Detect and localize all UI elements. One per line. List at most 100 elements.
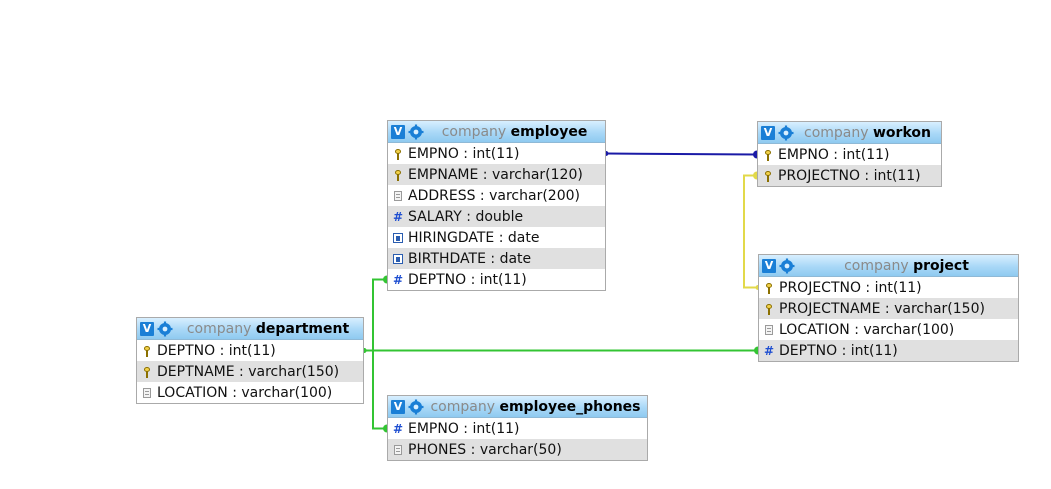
column-type: int(11) xyxy=(850,342,898,359)
toggle-v-button[interactable]: V xyxy=(391,124,405,139)
column-text: PHONES : varchar(50) xyxy=(408,442,562,458)
column-row[interactable]: ADDRESS : varchar(200) xyxy=(388,185,605,206)
column-text: PROJECTNO : int(11) xyxy=(779,280,922,296)
table-title: company department xyxy=(176,321,360,337)
column-row[interactable]: DEPTNAME : varchar(150) xyxy=(137,361,363,382)
column-row[interactable]: #DEPTNO : int(11) xyxy=(759,340,1018,361)
gear-icon[interactable] xyxy=(408,124,424,140)
column-type: int(11) xyxy=(472,145,520,162)
gear-icon[interactable] xyxy=(778,125,794,141)
column-separator: : xyxy=(215,342,229,359)
column-name: PROJECTNO xyxy=(779,279,861,296)
column-row[interactable]: DEPTNO : int(11) xyxy=(137,340,363,361)
text-icon xyxy=(142,387,152,399)
toggle-v-button[interactable]: V xyxy=(761,125,775,140)
column-separator: : xyxy=(849,321,864,338)
column-separator: : xyxy=(478,166,492,183)
key-icon xyxy=(393,169,403,181)
column-type: int(11) xyxy=(472,420,520,437)
column-separator: : xyxy=(466,271,480,288)
column-type: varchar(100) xyxy=(863,321,955,338)
table-header[interactable]: V company department xyxy=(137,318,363,340)
column-row[interactable]: EMPNO : int(11) xyxy=(758,144,941,165)
date-icon xyxy=(393,232,403,244)
key-icon xyxy=(763,149,773,161)
column-row[interactable]: # DEPTNO : int(11) xyxy=(388,269,605,290)
gear-icon[interactable] xyxy=(408,399,424,415)
column-list: #EMPNO : int(11) PHONES : varchar(50) xyxy=(388,418,647,460)
column-name: SALARY xyxy=(408,208,462,225)
column-name: DEPTNAME xyxy=(157,363,235,380)
table-workon[interactable]: V company workon EMPNO : int(11) PROJECTN… xyxy=(757,121,942,187)
column-text: EMPNAME : varchar(120) xyxy=(408,167,583,183)
key-icon xyxy=(142,345,152,357)
number-icon: # xyxy=(393,272,404,287)
column-separator: : xyxy=(494,229,508,246)
table-department[interactable]: V company department DEPTNO : int(11)DEP… xyxy=(136,317,364,404)
table-title: company employee xyxy=(427,124,602,140)
column-separator: : xyxy=(227,384,242,401)
column-row[interactable]: PROJECTNAME : varchar(150) xyxy=(759,298,1018,319)
column-name: EMPNO xyxy=(408,420,459,437)
column-text: PROJECTNO : int(11) xyxy=(778,168,921,184)
column-name: DEPTNO xyxy=(408,271,467,288)
key-icon xyxy=(763,170,773,182)
database-name: company xyxy=(441,123,507,140)
relation-line xyxy=(364,278,387,352)
gear-icon[interactable] xyxy=(157,321,173,337)
table-employee-phones[interactable]: V company employee_phones #EMPNO : int(1… xyxy=(387,395,648,461)
column-name: PHONES xyxy=(408,441,467,458)
column-text: EMPNO : int(11) xyxy=(408,146,519,162)
toggle-v-button[interactable]: V xyxy=(140,321,154,336)
table-title: company employee_phones xyxy=(427,399,644,415)
database-name: company xyxy=(186,320,252,337)
column-separator: : xyxy=(475,187,490,204)
table-header[interactable]: V company employee xyxy=(388,121,605,143)
column-separator: : xyxy=(458,420,473,437)
column-type: int(11) xyxy=(479,271,527,288)
column-separator: : xyxy=(485,250,500,267)
number-icon: # xyxy=(393,209,404,224)
table-project[interactable]: V company project PROJECTNO : int(11)PRO… xyxy=(758,254,1019,362)
column-row[interactable]: PHONES : varchar(50) xyxy=(388,439,647,460)
table-name: department xyxy=(255,320,350,337)
column-type: int(11) xyxy=(842,146,890,163)
column-name: EMPNAME xyxy=(408,166,479,183)
column-row[interactable]: EMPNAME : varchar(120) xyxy=(388,164,605,185)
column-type: varchar(100) xyxy=(241,384,333,401)
table-header[interactable]: V company workon xyxy=(758,122,941,144)
column-row[interactable]: LOCATION : varchar(100) xyxy=(137,382,363,403)
column-row[interactable]: LOCATION : varchar(100) xyxy=(759,319,1018,340)
column-type: int(11) xyxy=(228,342,276,359)
table-header[interactable]: V company employee_phones xyxy=(388,396,647,418)
toggle-v-button[interactable]: V xyxy=(762,258,776,273)
column-separator: : xyxy=(461,208,476,225)
column-text: PROJECTNAME : varchar(150) xyxy=(779,301,985,317)
column-text: DEPTNO : int(11) xyxy=(157,343,276,359)
column-row[interactable]: PROJECTNO : int(11) xyxy=(758,165,941,186)
relation-line xyxy=(743,174,758,289)
column-name: DEPTNO xyxy=(779,342,838,359)
toggle-v-button[interactable]: V xyxy=(391,399,405,414)
column-row[interactable]: #SALARY : double xyxy=(388,206,605,227)
column-type: varchar(150) xyxy=(894,300,985,317)
column-row[interactable]: BIRTHDATE : date xyxy=(388,248,605,269)
column-name: EMPNO xyxy=(408,145,459,162)
column-text: DEPTNO : int(11) xyxy=(408,272,527,288)
column-name: PROJECTNO xyxy=(778,167,860,184)
column-name: LOCATION xyxy=(779,321,850,338)
table-header[interactable]: V company project xyxy=(759,255,1018,277)
column-type: int(11) xyxy=(873,167,921,184)
column-row[interactable]: HIRINGDATE : date xyxy=(388,227,605,248)
gear-icon[interactable] xyxy=(779,258,795,274)
column-row[interactable]: #EMPNO : int(11) xyxy=(388,418,647,439)
table-employee[interactable]: V company employee EMPNO : int(11) EMPNAM… xyxy=(387,120,606,291)
column-row[interactable]: EMPNO : int(11) xyxy=(388,143,605,164)
text-icon xyxy=(393,444,403,456)
column-separator: : xyxy=(837,342,851,359)
column-type: date xyxy=(507,229,540,246)
column-name: DEPTNO xyxy=(157,342,216,359)
column-row[interactable]: PROJECTNO : int(11) xyxy=(759,277,1018,298)
column-name: HIRINGDATE xyxy=(408,229,495,246)
column-type: varchar(120) xyxy=(491,166,583,183)
